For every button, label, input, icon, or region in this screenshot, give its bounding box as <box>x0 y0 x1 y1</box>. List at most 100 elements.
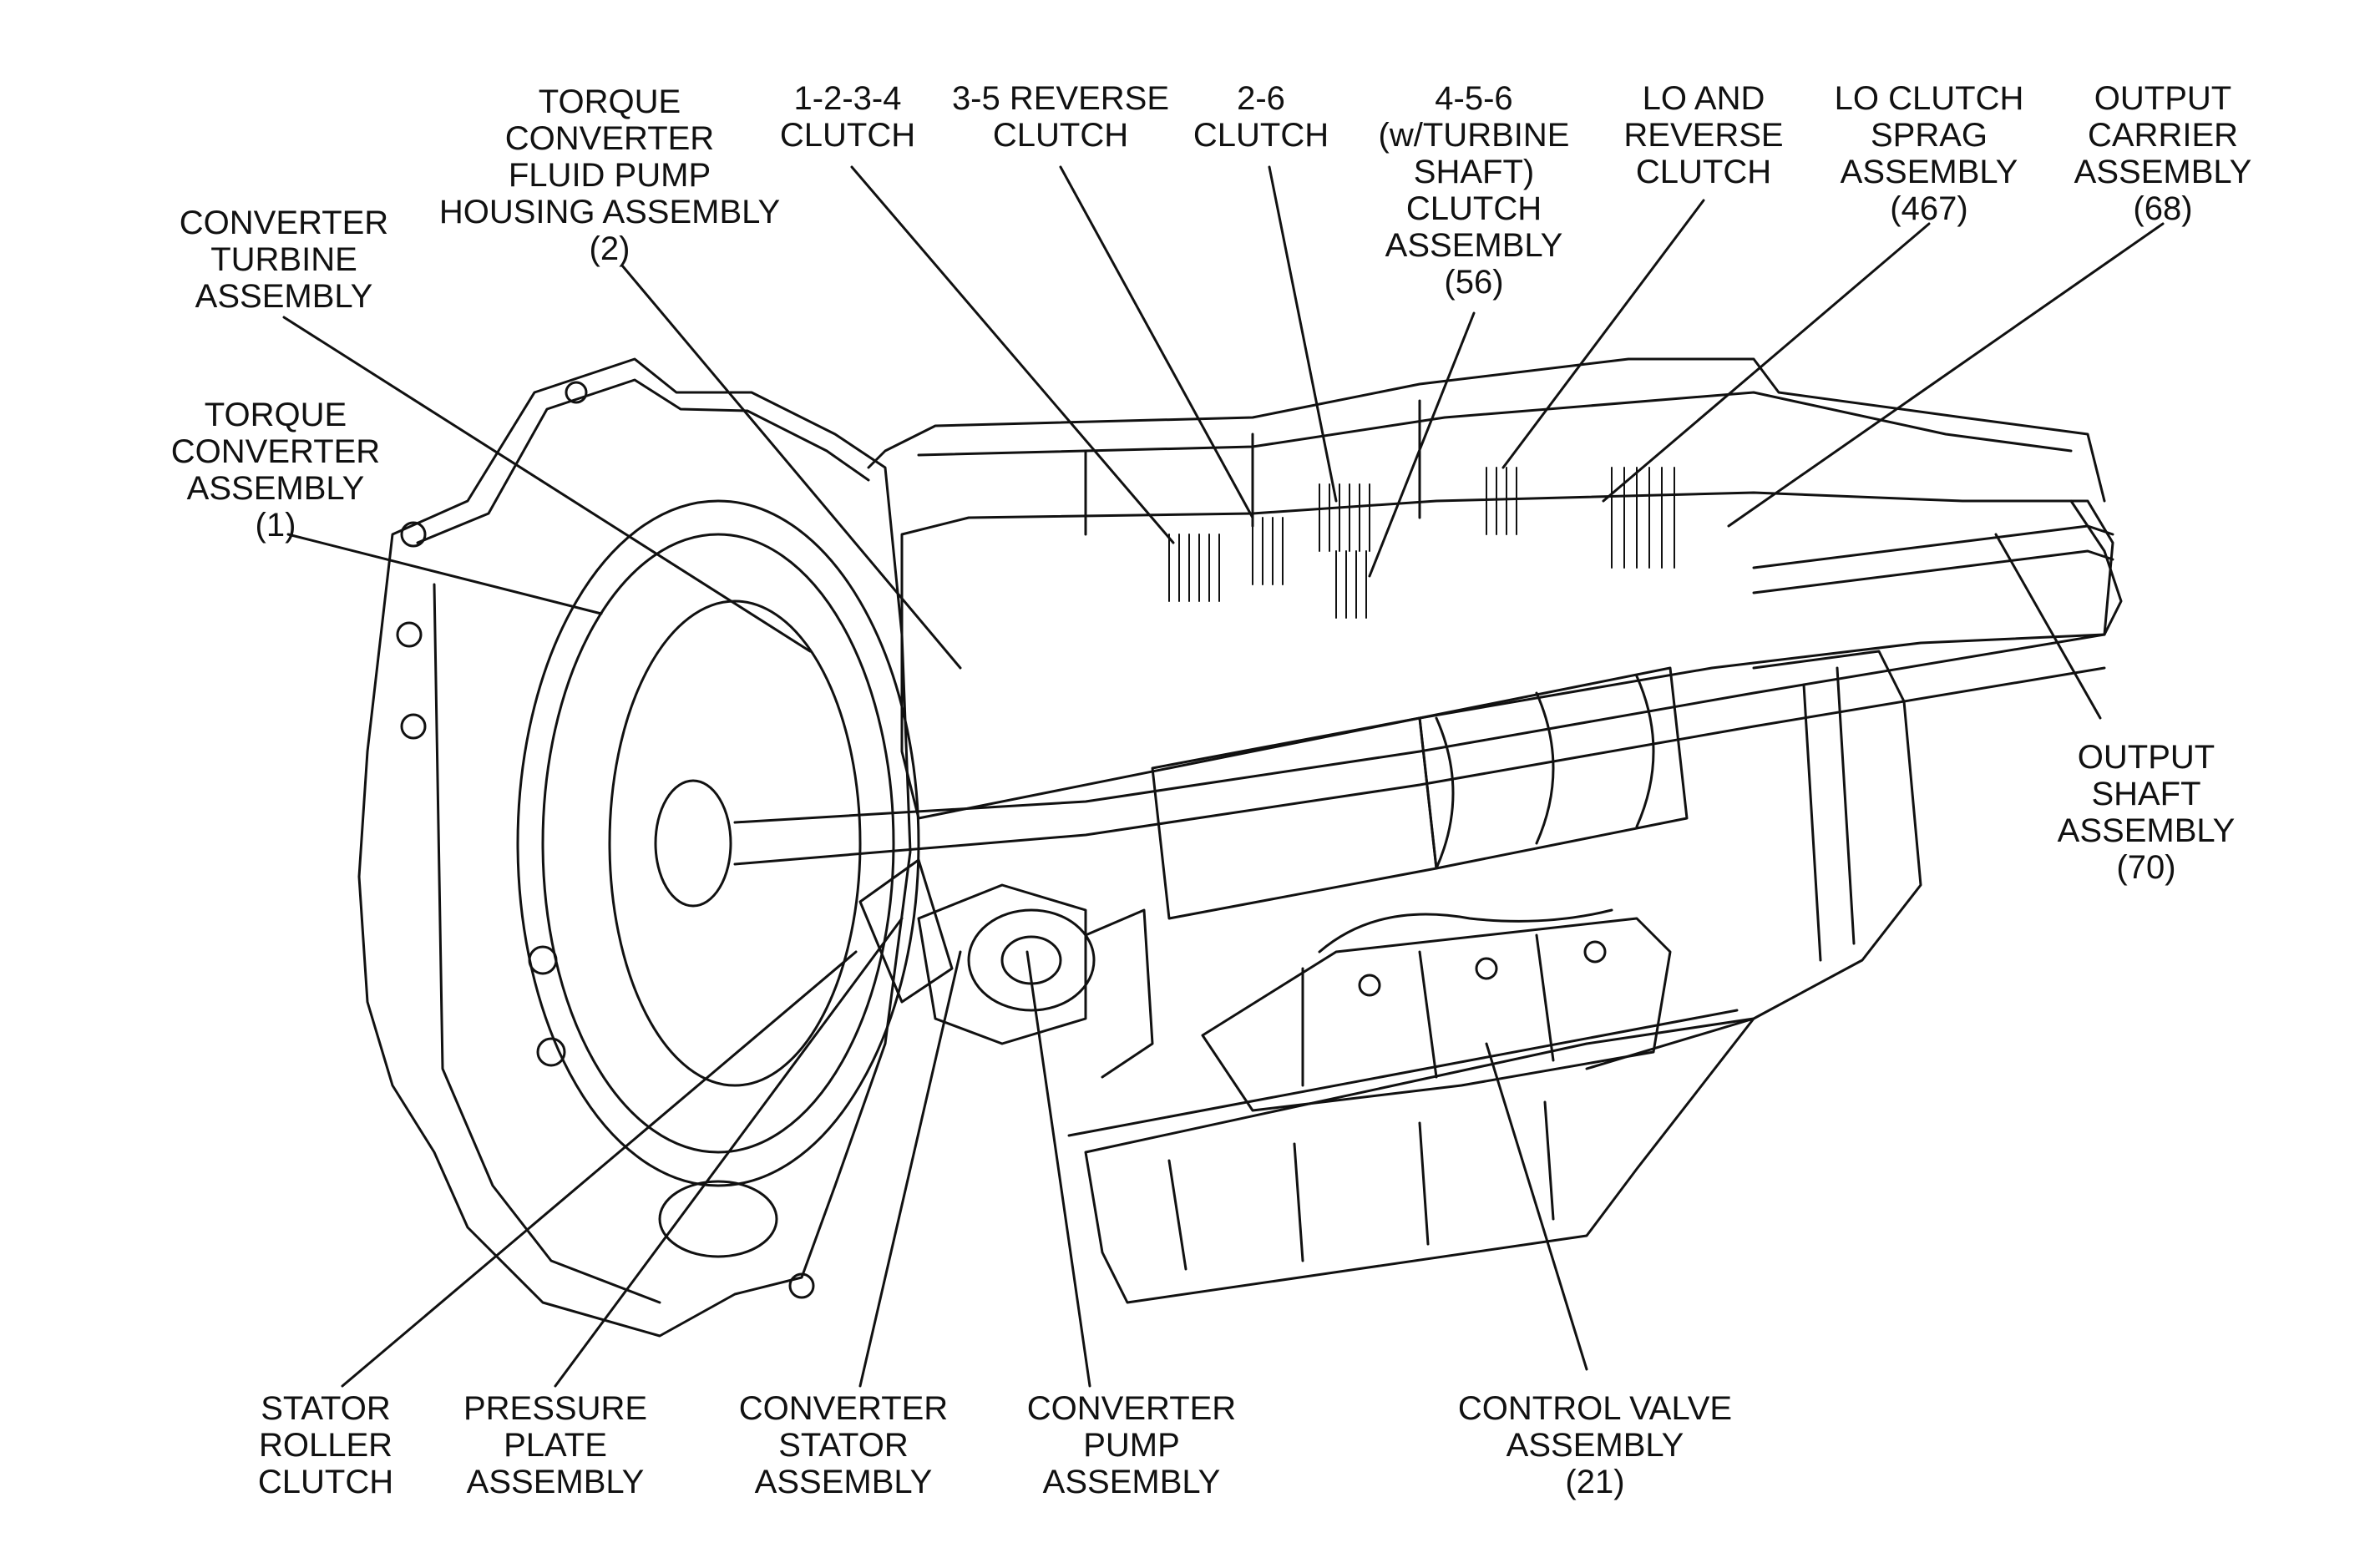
leader-line-control-valve <box>1485 1042 1588 1371</box>
bolt-hole <box>398 623 421 646</box>
torque-converter-ring-2 <box>610 601 860 1085</box>
label-line: ASSEMBLY <box>2074 154 2252 190</box>
oil-pan-rib <box>1420 1123 1428 1244</box>
bolt-hole <box>790 1274 813 1297</box>
leader-line-stator-roller-clutch <box>341 950 858 1388</box>
bolt-hole <box>402 523 425 546</box>
label-converter-stator: CONVERTER STATOR ASSEMBLY <box>722 1390 965 1500</box>
label-line: ASSEMBLY <box>195 278 373 315</box>
control-valve-bolt <box>1360 975 1380 995</box>
label-clutch-456: 4-5-6 (w/TURBINE SHAFT) CLUTCH ASSEMBLY … <box>1370 80 1578 301</box>
leader-line-output-shaft <box>1994 533 2102 720</box>
label-line: PUMP <box>1083 1427 1180 1464</box>
label-line: OUTPUT <box>2077 739 2215 776</box>
label-line: FLUID PUMP <box>508 157 711 194</box>
converter-pump-hub <box>969 910 1094 1010</box>
leader-line-clutch-456 <box>1368 311 1476 578</box>
clutch-pack-1234 <box>1169 534 1219 601</box>
label-line: CONVERTER <box>170 433 381 470</box>
leader-line-output-carrier <box>1727 222 2165 528</box>
control-valve-detail <box>1420 952 1436 1077</box>
leader-line-converter-pump <box>1025 950 1091 1388</box>
bolt-hole <box>529 947 556 974</box>
planetary-gearset-curve <box>1637 676 1653 827</box>
output-shaft-tail <box>2071 501 2121 635</box>
label-line: CONTROL VALVE <box>1457 1390 1733 1427</box>
label-lo-clutch-sprag: LO CLUTCH SPRAG ASSEMBLY (467) <box>1820 80 2038 227</box>
label-line: (68) <box>2133 190 2193 227</box>
housing-port <box>660 1181 777 1257</box>
label-line: 2-6 <box>1237 80 1285 117</box>
torque-converter-disc <box>518 501 919 1186</box>
label-line: (70) <box>2116 849 2176 886</box>
lo-clutch-sprag-gear <box>1612 468 1674 568</box>
oil-pan-rib <box>1545 1102 1553 1219</box>
label-line: LO CLUTCH <box>1834 80 2024 117</box>
wiring-harness <box>1319 910 1612 952</box>
bell-housing-inner-rim <box>434 584 660 1303</box>
label-control-valve: CONTROL VALVE ASSEMBLY (21) <box>1445 1390 1745 1500</box>
rear-case-rib <box>1804 685 1820 960</box>
label-line: TURBINE <box>210 241 357 278</box>
label-line: ROLLER <box>258 1427 393 1464</box>
label-line: CLUTCH <box>779 117 916 154</box>
label-line: ASSEMBLY <box>1385 227 1563 264</box>
clutch-pack-26 <box>1319 484 1370 551</box>
oil-pan-rib <box>1169 1161 1186 1269</box>
bolt-hole <box>566 382 586 402</box>
torque-converter-ring-1 <box>543 534 894 1152</box>
oil-pan-flange <box>1069 1010 1737 1136</box>
label-line: ASSEMBLY <box>466 1464 645 1500</box>
label-lo-reverse-clutch: LO AND REVERSE CLUTCH <box>1612 80 1795 190</box>
label-stator-roller-clutch: STATOR ROLLER CLUTCH <box>225 1390 426 1500</box>
label-line: ASSEMBLY <box>1840 154 2018 190</box>
main-case-top-edge <box>919 392 2071 455</box>
label-line: (56) <box>1444 264 1504 301</box>
leader-line-reverse-clutch-35 <box>1059 165 1254 519</box>
bell-housing-rim <box>418 380 868 543</box>
leader-line-converter-turbine <box>282 316 812 653</box>
label-line: STATOR <box>778 1427 909 1464</box>
output-shaft-lower <box>1754 551 2113 593</box>
leader-line-clutch-26 <box>1268 165 1338 503</box>
leader-line-lo-clutch-sprag <box>1602 222 1931 503</box>
label-line: 1-2-3-4 <box>793 80 902 117</box>
label-converter-pump: CONVERTER PUMP ASSEMBLY <box>1010 1390 1253 1500</box>
label-line: HOUSING ASSEMBLY <box>438 194 781 230</box>
label-line: (w/TURBINE <box>1378 117 1570 154</box>
cutaway-section <box>902 493 2113 818</box>
label-line: (2) <box>589 230 630 267</box>
label-line: TORQUE <box>204 397 347 433</box>
label-clutch-1234: 1-2-3-4 CLUTCH <box>756 80 939 154</box>
label-line: ASSEMBLY <box>1042 1464 1221 1500</box>
control-valve-body <box>1203 918 1670 1110</box>
leader-line-pressure-plate <box>554 917 904 1388</box>
label-line: CLUTCH <box>257 1464 394 1500</box>
turbine-shaft-lower <box>735 668 2104 864</box>
label-line: CONVERTER <box>504 120 715 157</box>
label-converter-turbine: CONVERTER TURBINE ASSEMBLY <box>163 205 405 315</box>
label-line: (21) <box>1565 1464 1625 1500</box>
control-valve-bolt <box>1585 942 1605 962</box>
label-line: 4-5-6 <box>1435 80 1513 117</box>
oil-pan-rib <box>1294 1144 1303 1261</box>
label-output-shaft: OUTPUT SHAFT ASSEMBLY (70) <box>2038 739 2255 886</box>
label-line: CONVERTER <box>738 1390 949 1427</box>
label-line: CONVERTER <box>179 205 389 241</box>
label-line: OUTPUT <box>2094 80 2232 117</box>
label-line: ASSEMBLY <box>186 470 365 507</box>
label-pressure-plate: PRESSURE PLATE ASSEMBLY <box>443 1390 668 1500</box>
label-torque-converter-assembly: TORQUE CONVERTER ASSEMBLY (1) <box>154 397 397 544</box>
control-valve-bolt <box>1476 959 1496 979</box>
label-line: CLUTCH <box>1193 117 1329 154</box>
label-line: SHAFT <box>2091 776 2201 812</box>
label-output-carrier: OUTPUT CARRIER ASSEMBLY (68) <box>2054 80 2271 227</box>
planetary-gearset-curve <box>1537 693 1553 843</box>
label-line: (1) <box>255 507 296 544</box>
stator-housing <box>919 885 1086 1044</box>
label-line: ASSEMBLY <box>2057 812 2236 849</box>
oil-pan <box>1086 1019 1754 1303</box>
label-line: SPRAG <box>1870 117 1988 154</box>
